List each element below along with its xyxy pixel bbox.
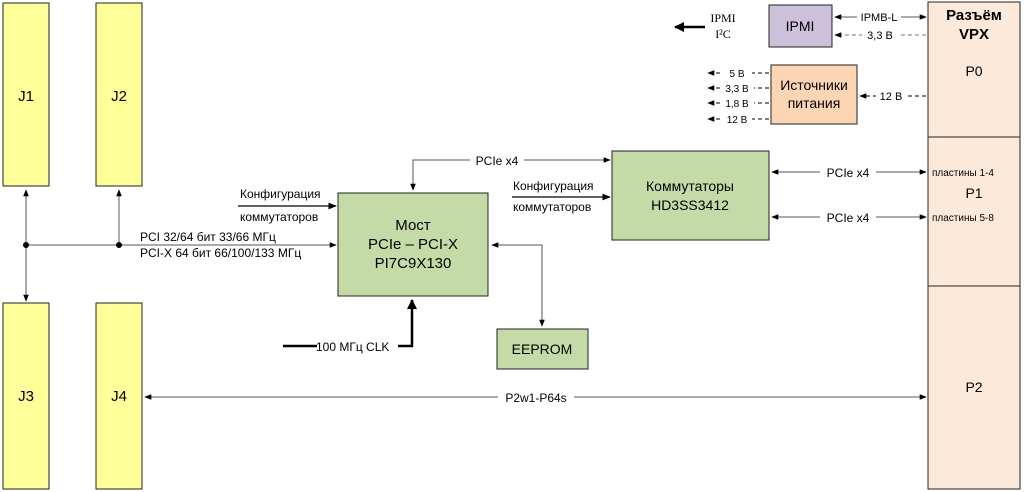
- ipmi-block: [768, 4, 833, 48]
- switch-config-label-line2: коммутаторов: [513, 200, 591, 214]
- bridge-line2: PCIe – PCI-X: [368, 236, 458, 253]
- bridge-block: [337, 192, 489, 297]
- bridge-config-label-line1: Конфигурация: [240, 187, 321, 201]
- pcie-p1b-label: PCIe x4: [827, 211, 870, 225]
- power-line1: Источники: [780, 77, 848, 93]
- connector-j3: [2, 302, 50, 490]
- connector-j4: [95, 302, 143, 490]
- vpx-title-line2: VPX: [959, 26, 989, 43]
- pcie-p1a-label: PCIe x4: [827, 166, 870, 180]
- bridge-line3: PI7C9X130: [375, 255, 452, 272]
- vpx-p2-label: P2: [965, 379, 982, 395]
- power-out-5v-bg: [722, 67, 752, 80]
- connector-j1: [2, 2, 50, 187]
- ipmi-power-label-bg: [862, 28, 898, 42]
- power-input-label: 12 В: [880, 91, 903, 103]
- connector-j1-label: J1: [18, 88, 34, 105]
- ipmi-block-label: IPMI: [786, 18, 815, 34]
- bridge-eeprom-link: [491, 242, 545, 327]
- connector-j4-label: J4: [111, 388, 127, 405]
- connector-j3-label: J3: [18, 388, 34, 405]
- power-line2: питания: [788, 95, 841, 111]
- ipmb-label-bg: [857, 10, 901, 24]
- eeprom-label: EEPROM: [512, 341, 573, 357]
- power-out-18v-bg: [720, 97, 754, 110]
- pcie-p1a-label-bg: [820, 164, 876, 180]
- p2-bus-label-bg: [498, 389, 574, 405]
- bridge-switch-pcie-link: [410, 157, 611, 191]
- power-out-33v-label: 3,3 В: [725, 84, 749, 95]
- ipmi-power-label: 3,3 В: [867, 30, 893, 42]
- pci-label-line2: PCI-X 64 бит 66/100/133 МГц: [140, 246, 301, 260]
- eeprom-block: [496, 328, 589, 370]
- pci-label-line1: PCI 32/64 бит 33/66 МГц: [140, 230, 276, 244]
- power-out-5v-label: 5 В: [729, 69, 744, 80]
- clk-line-right: [398, 299, 417, 348]
- bus-node-j1: [23, 242, 29, 248]
- connector-j2: [95, 2, 143, 187]
- switches-block: [611, 150, 770, 241]
- clk-label: 100 МГц CLK: [316, 340, 389, 354]
- ipmb-label: IPMB-L: [861, 12, 898, 24]
- ipmi-external-line2: I²C: [715, 27, 731, 41]
- switches-line2: HD3SS3412: [651, 197, 729, 213]
- power-out-12v-label: 12 В: [727, 115, 748, 126]
- power-out-33v-bg: [720, 82, 754, 95]
- connector-j2-label: J2: [111, 88, 127, 105]
- vpx-p1-label: P1: [965, 185, 982, 201]
- bridge-config-label-line2: коммутаторов: [240, 210, 318, 224]
- pcie-top-label: PCIe x4: [476, 154, 519, 168]
- pcie-top-label-bg: [470, 152, 524, 168]
- bus-node-j2: [116, 242, 122, 248]
- ipmi-external-line1: IPMI: [710, 11, 735, 25]
- power-block: [770, 64, 858, 125]
- p2-bus-label: P2w1-P64s: [505, 391, 566, 405]
- switch-config-label-line1: Конфигурация: [513, 179, 594, 193]
- vpx-p1-plates-a: пластины 1-4: [932, 168, 994, 179]
- pcie-p1b-label-bg: [820, 209, 876, 225]
- vpx-p1-plates-b: пластины 5-8: [932, 213, 994, 224]
- switches-line1: Коммутаторы: [646, 178, 734, 194]
- power-out-12v-bg: [722, 113, 752, 126]
- power-out-18v-label: 1,8 В: [725, 99, 749, 110]
- bridge-line1: Мост: [395, 217, 431, 234]
- power-input-label-bg: [876, 89, 906, 103]
- vpx-connector: [927, 1, 1021, 490]
- vpx-title-line1: Разъём: [946, 7, 1002, 24]
- vpx-p0-label: P0: [965, 63, 982, 79]
